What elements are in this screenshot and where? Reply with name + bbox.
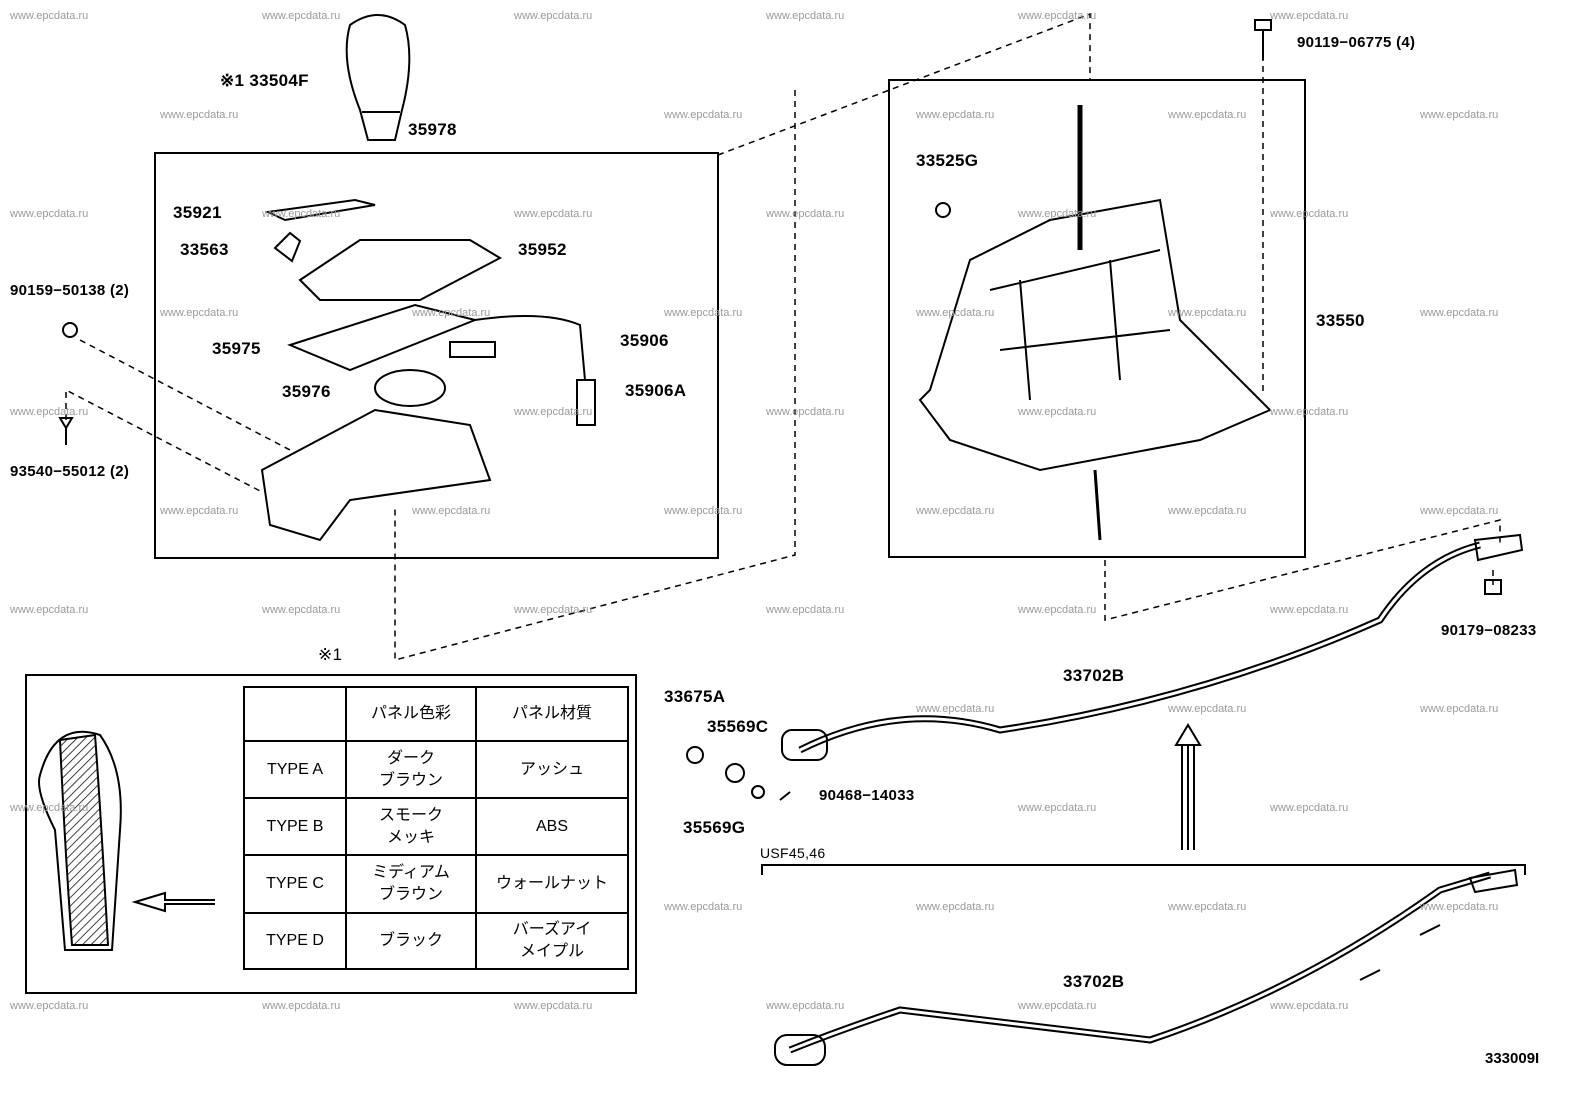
color-line: ブラウン bbox=[378, 886, 443, 903]
label-33504F: ※1 33504F bbox=[220, 71, 309, 90]
header-cell bbox=[243, 686, 347, 742]
label-usf45-46: USF45,46 bbox=[760, 845, 826, 861]
shift-lever-assy-33550-drawing bbox=[918, 198, 1272, 472]
type-cell: TYPE A bbox=[243, 740, 347, 799]
header-cell-panel-color: パネル色彩 bbox=[345, 686, 477, 742]
color-cell: ブラック bbox=[345, 912, 477, 970]
shift-panel-group-box bbox=[154, 152, 719, 559]
material-line: ABS bbox=[535, 817, 568, 835]
washer-35569G-drawing bbox=[751, 785, 765, 799]
material-line: メイプル bbox=[519, 943, 584, 960]
label-35906: 35906 bbox=[620, 331, 669, 350]
knob-variant-drawing bbox=[38, 730, 122, 951]
type-cell: TYPE B bbox=[243, 797, 347, 856]
color-cell: スモークメッキ bbox=[345, 797, 477, 856]
knob-panel-hatch bbox=[58, 733, 110, 946]
part-35906A-connector bbox=[576, 379, 596, 426]
clip-90468-drawing bbox=[779, 791, 791, 801]
usf-bracket-line bbox=[761, 864, 1526, 875]
color-line: ブラック bbox=[378, 932, 443, 949]
color-line: ブラウン bbox=[378, 771, 443, 789]
label-90119-06775: 90119−06775 (4) bbox=[1297, 34, 1416, 51]
label-90468-14033: 90468−14033 bbox=[819, 787, 915, 804]
material-line: アッシュ bbox=[519, 760, 584, 778]
color-cell: ミディアムブラウン bbox=[345, 854, 477, 914]
table-row: TYPE C ミディアムブラウン ウォールナット bbox=[243, 854, 629, 914]
dashed-leaders bbox=[65, 12, 1501, 661]
label-90179-08233: 90179−08233 bbox=[1441, 622, 1537, 639]
material-line: バーズアイ bbox=[512, 921, 592, 938]
header-cell-panel-material: パネル材質 bbox=[475, 686, 629, 742]
label-35978: 35978 bbox=[408, 120, 457, 139]
label-33702B-bottom: 33702B bbox=[1063, 972, 1125, 991]
label-35976: 35976 bbox=[282, 382, 331, 401]
left-arrow bbox=[131, 891, 215, 913]
material-cell: アッシュ bbox=[475, 740, 629, 799]
color-line: スモーク bbox=[378, 806, 443, 824]
label-35569G: 35569G bbox=[683, 818, 746, 837]
label-35569C: 35569C bbox=[707, 717, 769, 736]
material-cell: ウォールナット bbox=[475, 854, 629, 914]
label-35952: 35952 bbox=[518, 240, 567, 259]
label-33563: 33563 bbox=[180, 240, 229, 259]
type-cell: TYPE C bbox=[243, 854, 347, 914]
part-35921-drawing bbox=[264, 198, 376, 222]
type-cell: TYPE D bbox=[243, 912, 347, 970]
label-35975: 35975 bbox=[212, 339, 261, 358]
pin-33675A-drawing bbox=[686, 746, 704, 764]
label-35906A: 35906A bbox=[625, 381, 687, 400]
material-cell: ABS bbox=[475, 797, 629, 856]
label-33550: 33550 bbox=[1316, 311, 1365, 330]
panel-variant-table: パネル色彩 パネル材質 TYPE A ダークブラウン アッシュ TYPE B ス… bbox=[243, 686, 629, 970]
cable-33702B-bottom-outer bbox=[788, 871, 1492, 1054]
bushing-35569C-drawing bbox=[725, 763, 745, 783]
color-line: ダーク bbox=[386, 749, 435, 767]
part-33563-drawing bbox=[273, 231, 302, 263]
bolt-90159-drawing bbox=[62, 322, 78, 338]
knob-variant-box bbox=[25, 674, 637, 994]
color-line: メッキ bbox=[386, 828, 435, 846]
table-row: TYPE D ブラック バーズアイメイプル bbox=[243, 912, 629, 970]
material-line: ウォールナット bbox=[495, 875, 608, 892]
label-93540-55012: 93540−55012 (2) bbox=[10, 463, 130, 480]
shift-knob-drawing bbox=[345, 14, 411, 141]
cable-end-eye bbox=[1473, 533, 1524, 562]
part-35906-harness bbox=[474, 315, 586, 381]
material-cell: バーズアイメイプル bbox=[475, 912, 629, 970]
label-33525G: 33525G bbox=[916, 151, 979, 170]
part-35978-housing bbox=[260, 408, 492, 542]
label-33702B-top: 33702B bbox=[1063, 666, 1125, 685]
bolt-90119-drawing bbox=[1254, 19, 1272, 60]
grommet-33525G-drawing bbox=[935, 202, 951, 218]
screw-93540-drawing bbox=[58, 417, 74, 445]
color-line: ミディアム bbox=[372, 864, 450, 881]
part-35906-plate bbox=[449, 341, 496, 358]
label-90159-50138: 90159−50138 (2) bbox=[10, 282, 130, 299]
label-33675A: 33675A bbox=[664, 687, 726, 706]
label-35921: 35921 bbox=[173, 203, 222, 222]
table-row: TYPE B スモークメッキ ABS bbox=[243, 797, 629, 856]
shift-lever-group-box bbox=[888, 79, 1306, 558]
cable-clevis bbox=[781, 729, 828, 761]
up-arrow bbox=[1174, 723, 1202, 850]
table-row: TYPE A ダークブラウン アッシュ bbox=[243, 740, 629, 799]
color-cell: ダークブラウン bbox=[345, 740, 477, 799]
part-35975-drawing bbox=[287, 303, 479, 372]
part-35976-drawing bbox=[374, 369, 446, 407]
part-35952-drawing bbox=[298, 239, 503, 301]
label-note-mark: ※1 bbox=[318, 645, 343, 664]
diagram-code: 333009I bbox=[1485, 1050, 1540, 1067]
table-header-row: パネル色彩 パネル材質 bbox=[243, 686, 629, 742]
nut-90179-drawing bbox=[1484, 579, 1502, 595]
